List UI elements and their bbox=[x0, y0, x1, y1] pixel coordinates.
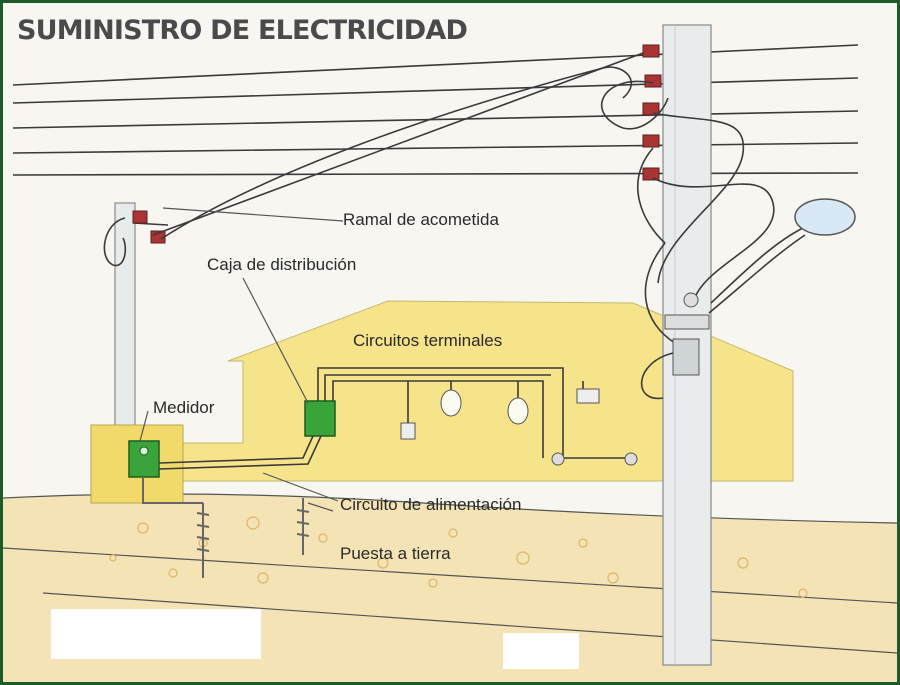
power-lines bbox=[12, 44, 859, 176]
street-light-icon bbox=[794, 198, 856, 236]
outlet-1 bbox=[551, 452, 565, 466]
transformer-wire bbox=[640, 352, 674, 400]
label-caja: Caja de distribución bbox=[207, 255, 356, 274]
diagram-title: SUMINISTRO DE ELECTRICIDAD bbox=[17, 15, 468, 46]
label-alimentacion: Circuito de alimentación bbox=[340, 495, 521, 514]
electricity-supply-diagram: Ramal de acometida Caja de distribución … bbox=[3, 24, 897, 682]
label-ramal: Ramal de acometida bbox=[343, 210, 499, 229]
diagram-frame: Ramal de acometida Caja de distribución … bbox=[3, 3, 897, 682]
pole-bracket bbox=[664, 314, 710, 330]
label-tierra: Puesta a tierra bbox=[340, 544, 451, 563]
label-circuitos: Circuitos terminales bbox=[353, 331, 502, 350]
insulators bbox=[642, 44, 662, 181]
street-light-arm bbox=[710, 227, 804, 304]
distribution-leader bbox=[242, 277, 309, 404]
service-drop-wire-2 bbox=[160, 66, 632, 240]
feeder-circuit-2 bbox=[158, 435, 322, 470]
soil-dots bbox=[109, 516, 808, 598]
feeder-leader bbox=[262, 472, 339, 502]
ramal-leader bbox=[162, 207, 344, 222]
meter bbox=[128, 440, 160, 478]
blank-patch-left bbox=[51, 609, 261, 659]
road-line-1 bbox=[3, 547, 897, 604]
road-line-2 bbox=[42, 592, 897, 654]
switch bbox=[400, 422, 416, 440]
ground-leader bbox=[307, 502, 334, 512]
house bbox=[132, 300, 794, 482]
bulb-1 bbox=[440, 389, 462, 417]
grounding-electrodes bbox=[142, 477, 310, 578]
blank-patch-right bbox=[503, 633, 579, 669]
pole-transformer bbox=[672, 338, 700, 376]
socket bbox=[576, 388, 600, 404]
outlet-2 bbox=[624, 452, 638, 466]
feeder-circuit bbox=[158, 435, 314, 464]
distribution-box bbox=[304, 400, 336, 437]
pole-wires bbox=[601, 80, 775, 344]
meter-leader bbox=[139, 410, 149, 442]
label-medidor: Medidor bbox=[153, 398, 215, 417]
meter-dial bbox=[139, 446, 149, 456]
service-drop-wire bbox=[152, 52, 644, 236]
pole-clamp bbox=[683, 292, 699, 308]
street-light-arm-2 bbox=[708, 234, 806, 314]
bulb-2 bbox=[507, 397, 529, 425]
